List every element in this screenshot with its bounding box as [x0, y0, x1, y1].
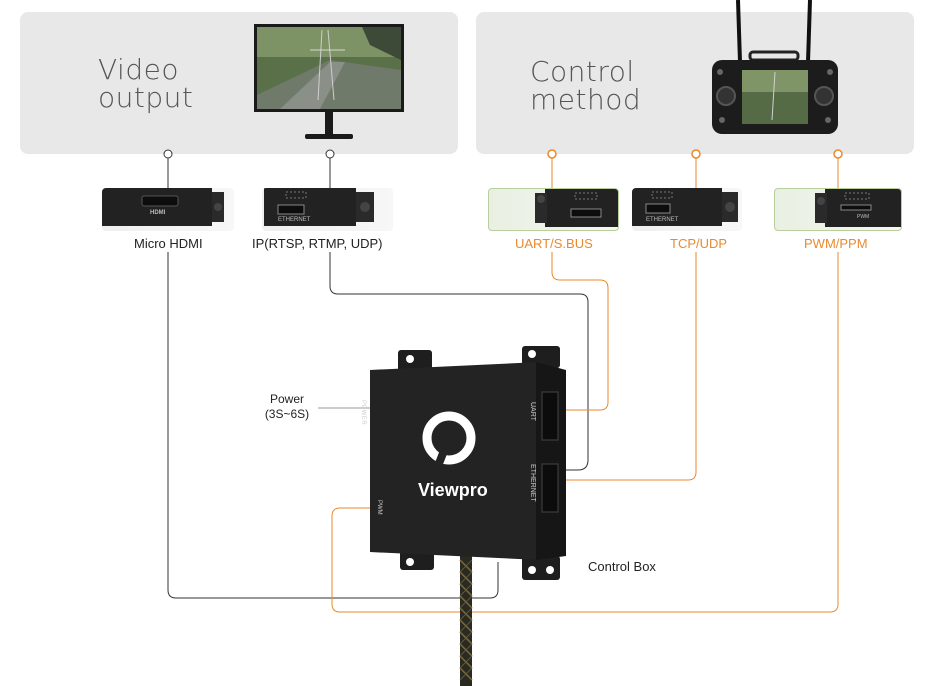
cable — [460, 555, 472, 686]
power-label: Power — [269, 392, 304, 406]
tcp-card: ETHERNET — [632, 188, 742, 231]
box-uart-label: UART — [529, 402, 536, 421]
uart-label: UART/S.BUS — [515, 236, 593, 251]
ip-route-line — [329, 252, 589, 471]
pwm-card: PWM — [774, 188, 902, 231]
pwm-chip-text: PWM — [857, 214, 870, 220]
uart-route-line — [551, 252, 609, 411]
viewpro-logo-icon — [422, 411, 476, 468]
hdmi-route-line — [167, 252, 499, 599]
power-range: (3S~6S) — [264, 407, 310, 421]
tcp-label: TCP/UDP — [670, 236, 728, 251]
control-method-panel — [476, 12, 914, 154]
micro-hdmi-card: HDMI — [102, 188, 234, 231]
tcp-chip-text: ETHERNET — [646, 217, 679, 223]
hdmi-chip-text: HDMI — [150, 210, 166, 216]
tcp-connector-icon — [632, 188, 738, 226]
ip-card: ETHERNET — [262, 188, 393, 231]
ip-chip-text: ETHERNET — [278, 217, 311, 223]
hdmi-connector-icon — [102, 188, 224, 226]
tcp-route-line — [562, 252, 697, 481]
pwm-label: PWM/PPM — [804, 236, 868, 251]
power-note: Power (3S~6S) — [250, 392, 324, 422]
box-ethernet-label: ETHERNET — [529, 464, 536, 502]
uart-connector-icon — [535, 189, 618, 227]
control-box-brand: Viewpro — [418, 480, 488, 500]
box-pwm-label: PWM — [376, 500, 382, 515]
ethernet-connector-icon — [264, 188, 374, 226]
control-box-label: Control Box — [588, 559, 656, 574]
micro-hdmi-label: Micro HDMI — [134, 236, 203, 251]
video-output-title: Video output — [98, 53, 194, 114]
ip-label: IP(RTSP, RTMP, UDP) — [252, 236, 383, 251]
pwm-route-line — [331, 252, 839, 613]
uart-card — [488, 188, 619, 231]
control-method-title: Control method — [530, 55, 642, 116]
video-output-panel — [20, 12, 458, 154]
pwm-connector-icon — [815, 189, 901, 227]
box-power-label: POWER — [360, 400, 366, 426]
